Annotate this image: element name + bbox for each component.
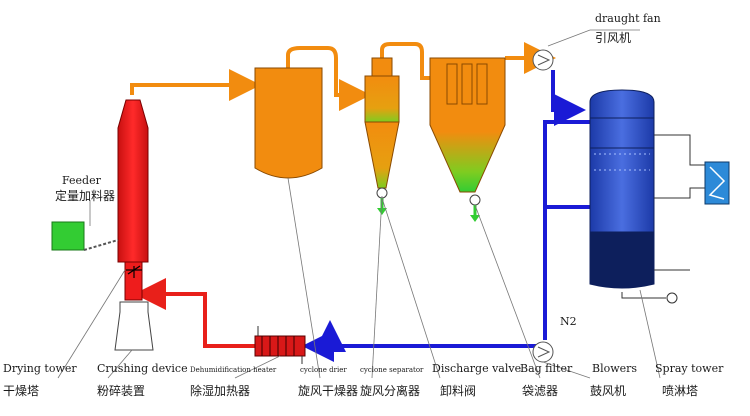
spray-tower-label-en: Spray tower xyxy=(655,362,724,375)
draught-fan-label-en: draught fan xyxy=(595,12,661,25)
labels: draught fan 引风机 Feeder 定量加料器 N2 Drying t… xyxy=(3,12,724,398)
draught-fan-label-cn: 引风机 xyxy=(595,31,631,45)
heat-exchanger xyxy=(704,161,730,205)
cyclone-separator-label-en: cyclone separator xyxy=(360,366,424,374)
spray-tower xyxy=(589,89,705,304)
drying-tower-label-cn: 干燥塔 xyxy=(3,384,39,398)
filter-bags-icon xyxy=(446,63,488,105)
leader-lines xyxy=(57,29,661,379)
draught-fan-icon xyxy=(532,49,554,71)
red-pipeline xyxy=(134,278,255,348)
crushing-device xyxy=(114,301,154,351)
dehumidification-heater xyxy=(254,326,306,364)
feeder-label-cn: 定量加料器 xyxy=(55,188,115,203)
cyclone-drier-label-en: cyclone drier xyxy=(300,366,347,374)
crushing-device-label-en: Crushing device xyxy=(97,362,188,375)
bag-filter-label-en: Bag filter xyxy=(520,362,573,375)
spray-tower-label-cn: 喷淋塔 xyxy=(662,384,698,398)
bag-filter xyxy=(429,57,506,222)
n2-label: N2 xyxy=(560,315,577,328)
cyclone-separator-label-cn: 旋风分离器 xyxy=(360,383,420,398)
cyclone-drier-label-cn: 旋风干燥器 xyxy=(298,384,358,398)
stirrer-icon xyxy=(126,265,142,278)
dehumidification-heater-label-en: Dehumidification heater xyxy=(190,366,277,374)
cyclone-separator xyxy=(364,57,400,215)
dehumidification-heater-label-cn: 除湿加热器 xyxy=(190,383,250,398)
blower-icon xyxy=(532,341,554,363)
drying-tower xyxy=(117,99,149,301)
blowers-label-en: Blowers xyxy=(592,362,637,375)
bag-filter-label-cn: 袋滤器 xyxy=(522,384,558,398)
blowers-label-cn: 鼓风机 xyxy=(590,384,626,398)
drying-tower-label-en: Drying tower xyxy=(3,362,77,375)
discharge-valve-label-cn: 卸料阀 xyxy=(440,383,476,398)
pump-icon xyxy=(666,292,678,304)
crushing-device-label-cn: 粉碎装置 xyxy=(97,383,145,398)
feeder-label-en: Feeder xyxy=(62,174,102,187)
feeder xyxy=(51,221,119,251)
spray-nozzles xyxy=(594,153,650,171)
discharge-valve-icon xyxy=(469,194,481,206)
blue-pipeline xyxy=(302,70,590,362)
cyclone-drier xyxy=(254,67,323,179)
discharge-valve-label-en: Discharge valve xyxy=(432,362,521,375)
